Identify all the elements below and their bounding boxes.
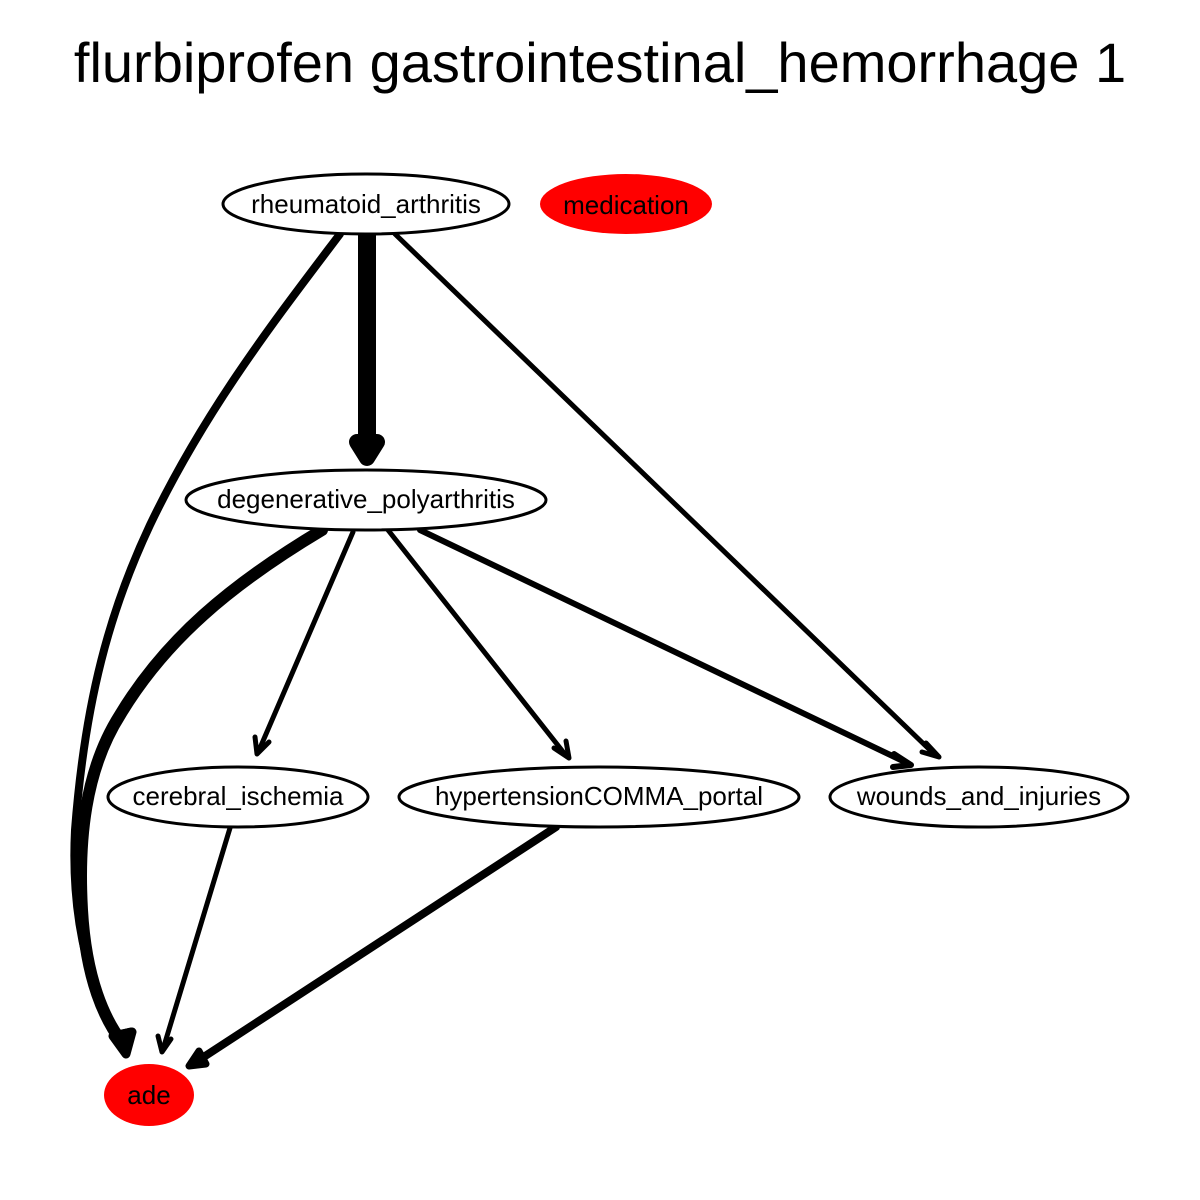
- edge-arrowhead: [551, 738, 572, 761]
- edge-arrowhead: [890, 751, 914, 770]
- node-label: ade: [127, 1080, 170, 1110]
- edge-arrowhead: [108, 1027, 137, 1059]
- edge-cerebral-ischemia-to-ade: [155, 825, 233, 1055]
- edge-arrowhead: [185, 1047, 210, 1070]
- node-ade[interactable]: ade: [104, 1064, 194, 1126]
- node-label: cerebral_ischemia: [133, 781, 345, 811]
- node-cerebral-ischemia[interactable]: cerebral_ischemia: [106, 765, 370, 829]
- graph-title: flurbiprofen gastrointestinal_hemorrhage…: [74, 31, 1126, 94]
- nodes: rheumatoid_arthritis medication degenera…: [104, 172, 1130, 1126]
- edge-rheumatoid-arthritis-to-wounds-and-injuries: [392, 231, 942, 760]
- node-shape: [221, 172, 511, 236]
- edge-hypertension-portal-to-ade: [185, 823, 560, 1070]
- edges: [70, 225, 942, 1070]
- node-shape: [184, 468, 548, 532]
- edge-arrowhead: [349, 434, 385, 466]
- node-hypertension-portal[interactable]: hypertensionCOMMA_portal: [397, 765, 801, 829]
- node-medication[interactable]: medication: [540, 174, 712, 234]
- node-shape: [106, 765, 370, 829]
- node-shape: [397, 765, 801, 829]
- node-rheumatoid-arthritis[interactable]: rheumatoid_arthritis: [221, 172, 511, 236]
- edge-degenerative-polyarthritis-to-hypertension-portal: [385, 527, 572, 761]
- edge-degenerative-polyarthritis-to-cerebral-ischemia: [252, 529, 356, 757]
- node-shape: [540, 174, 712, 234]
- node-label: degenerative_polyarthritis: [217, 484, 515, 514]
- node-label: wounds_and_injuries: [856, 781, 1101, 811]
- node-shape: [828, 765, 1130, 829]
- edge-degenerative-polyarthritis-to-wounds-and-injuries: [417, 527, 914, 770]
- edge-rheumatoid-arthritis-to-degenerative-polyarthritis: [349, 225, 385, 466]
- edge-arrowhead: [155, 1033, 174, 1055]
- edge-arrowhead: [919, 740, 942, 760]
- node-shape: [104, 1064, 194, 1126]
- edge-rheumatoid-arthritis-to-ade: [70, 230, 344, 1056]
- node-wounds-and-injuries[interactable]: wounds_and_injuries: [828, 765, 1130, 829]
- node-degenerative-polyarthritis[interactable]: degenerative_polyarthritis: [184, 468, 548, 532]
- node-label: rheumatoid_arthritis: [251, 189, 481, 219]
- edge-arrowhead: [252, 734, 272, 757]
- edge-degenerative-polyarthritis-to-ade: [75, 524, 328, 1059]
- node-label: hypertensionCOMMA_portal: [435, 781, 763, 811]
- node-label: medication: [563, 190, 689, 220]
